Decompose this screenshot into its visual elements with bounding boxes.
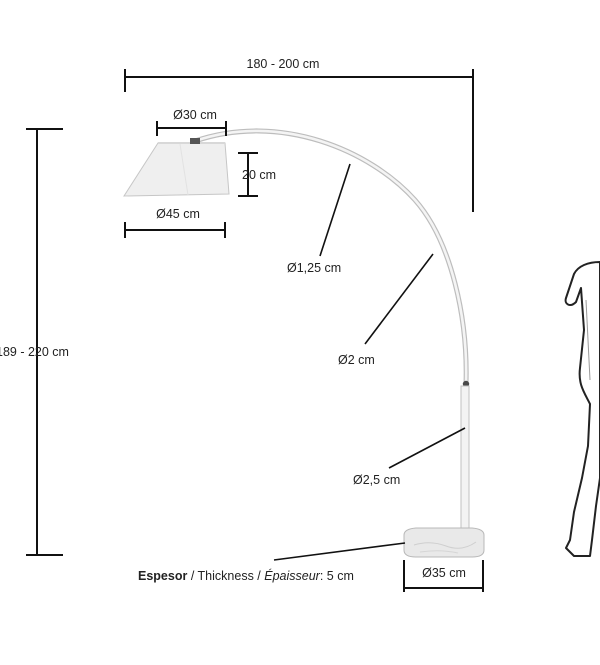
shade-top-diameter-label: Ø30 cm xyxy=(173,108,217,122)
arc-middle-diameter-label: Ø2 cm xyxy=(338,353,375,367)
pole-diameter-label: Ø2,5 cm xyxy=(353,473,400,487)
overall-height-dimension: 189 - 220 cm xyxy=(0,128,69,556)
pole-diameter-callout: Ø2,5 cm xyxy=(353,427,466,487)
arc-upper-diameter-callout: Ø1,25 cm xyxy=(287,163,351,275)
lamp-shade xyxy=(123,138,230,197)
shade-height-label: 20 cm xyxy=(242,168,276,182)
shade-height-dimension: 20 cm xyxy=(238,152,276,197)
shade-bottom-diameter-label: Ø45 cm xyxy=(156,207,200,221)
base-thickness-callout: Espesor / Thickness / Épaisseur: 5 cm xyxy=(138,542,406,583)
thickness-en: Thickness xyxy=(198,569,254,583)
marble-base xyxy=(403,527,485,558)
overall-width-label: 180 - 200 cm xyxy=(247,57,320,71)
arc-upper-diameter-label: Ø1,25 cm xyxy=(287,261,341,275)
shade-top-diameter-dimension: Ø30 cm xyxy=(156,108,227,136)
overall-width-dimension: 180 - 200 cm xyxy=(124,57,474,212)
thickness-value: : 5 cm xyxy=(320,569,354,583)
base-diameter-dimension: Ø35 cm xyxy=(403,560,484,592)
shade-bottom-diameter-dimension: Ø45 cm xyxy=(124,207,226,238)
thickness-sep-1: / xyxy=(187,569,197,583)
thickness-note: Espesor / Thickness / Épaisseur: 5 cm xyxy=(138,568,354,583)
thickness-fr: Épaisseur xyxy=(264,568,320,583)
shade-socket xyxy=(190,138,200,144)
overall-height-label: 189 - 220 cm xyxy=(0,345,69,359)
arc-middle-diameter-callout: Ø2 cm xyxy=(338,253,434,367)
thickness-es: Espesor xyxy=(138,569,187,583)
base-diameter-label: Ø35 cm xyxy=(422,566,466,580)
lamp-arc xyxy=(192,128,470,388)
lamp-pole xyxy=(460,385,470,535)
thickness-sep-2: / xyxy=(254,569,264,583)
human-silhouette xyxy=(564,261,600,557)
